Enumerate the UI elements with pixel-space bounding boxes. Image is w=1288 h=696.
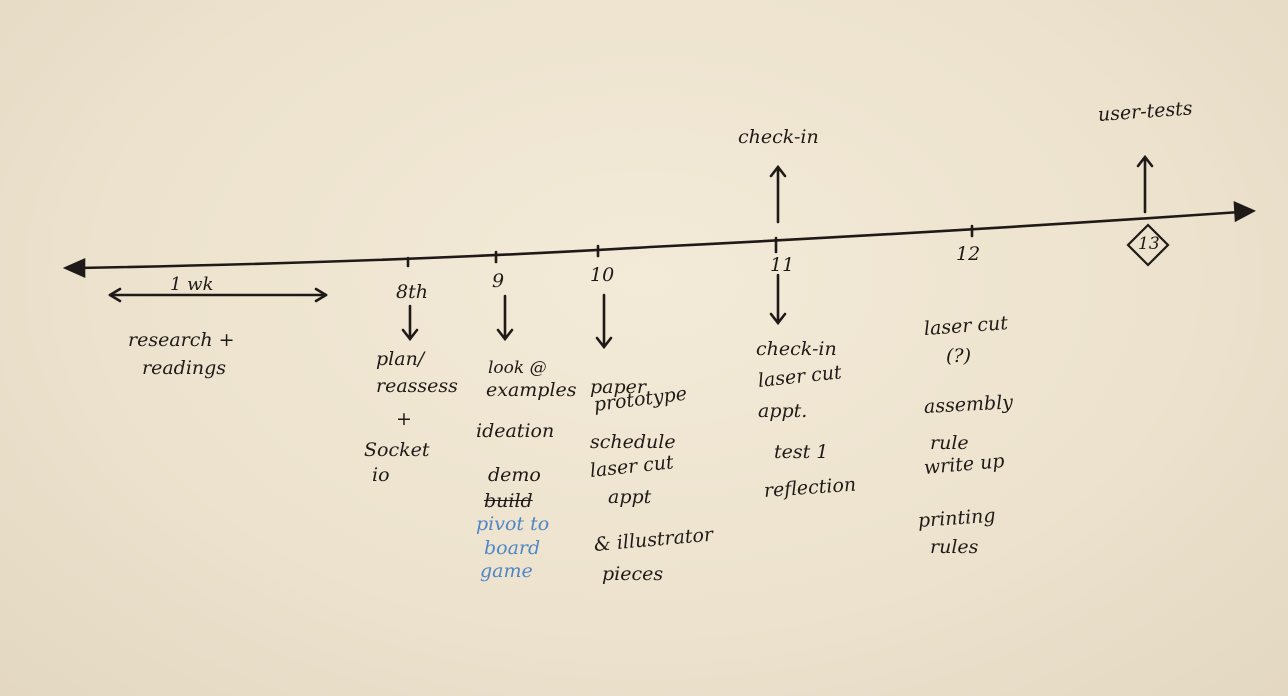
- note-9-pivot: pivot to: [476, 513, 550, 535]
- note-10-appt: appt: [608, 486, 652, 508]
- note-9-game: game: [480, 560, 533, 582]
- note-8-io: io: [372, 464, 390, 486]
- day-label-9: 9: [492, 270, 505, 292]
- note-8-plus: +: [396, 408, 412, 430]
- note-9-ideation: ideation: [476, 420, 555, 442]
- note-11-check-in: check-in: [756, 338, 837, 360]
- timeline-axis: [76, 210, 1242, 270]
- day-label-8: 8th: [396, 281, 428, 303]
- note-12-assembly: assembly: [923, 391, 1014, 418]
- day-label-10: 10: [590, 264, 615, 286]
- note-10-pieces: pieces: [602, 563, 664, 585]
- note-9-look: look @: [488, 358, 547, 378]
- timeline-left-arrowhead: [62, 257, 86, 279]
- day-label-13: 13: [1138, 234, 1160, 254]
- arrow-down-8: [401, 304, 419, 342]
- note-10-paper: paper: [590, 376, 646, 398]
- note-9-demo: demo: [488, 464, 541, 486]
- note-11-test: test 1: [774, 441, 829, 463]
- note-9-build: build: [484, 490, 533, 512]
- note-10-schedule: schedule: [590, 431, 676, 453]
- arrow-down-10: [595, 293, 613, 350]
- timeline-right-arrowhead: [1233, 200, 1256, 223]
- research-note: research +: [128, 329, 235, 351]
- day-label-11: 11: [770, 254, 795, 276]
- note-11-appt: appt.: [758, 400, 808, 422]
- note-8-reassess: reassess: [376, 375, 458, 397]
- week-span-left-head: [108, 287, 122, 303]
- note-8-socket: Socket: [364, 439, 430, 461]
- readings-note: readings: [142, 357, 227, 379]
- note-9-board: board: [484, 537, 541, 559]
- diamond-13: [1126, 223, 1170, 267]
- week-span-right-head: [314, 287, 328, 303]
- note-8-plan: plan/: [376, 348, 425, 370]
- note-12-rule: rule: [930, 432, 969, 454]
- arrow-down-9: [496, 294, 514, 342]
- week-span-label: 1 wk: [170, 274, 214, 295]
- note-12-question: (?): [946, 345, 972, 367]
- note-9-examples: examples: [486, 379, 577, 401]
- arrow-up-11: [769, 164, 787, 224]
- note-12-rules: rules: [930, 536, 979, 558]
- note-12-printing: printing: [917, 504, 997, 532]
- arrow-down-11: [769, 273, 787, 326]
- day-label-12: 12: [956, 243, 981, 265]
- above-11-check-in: check-in: [738, 126, 819, 148]
- arrow-up-13: [1136, 154, 1154, 214]
